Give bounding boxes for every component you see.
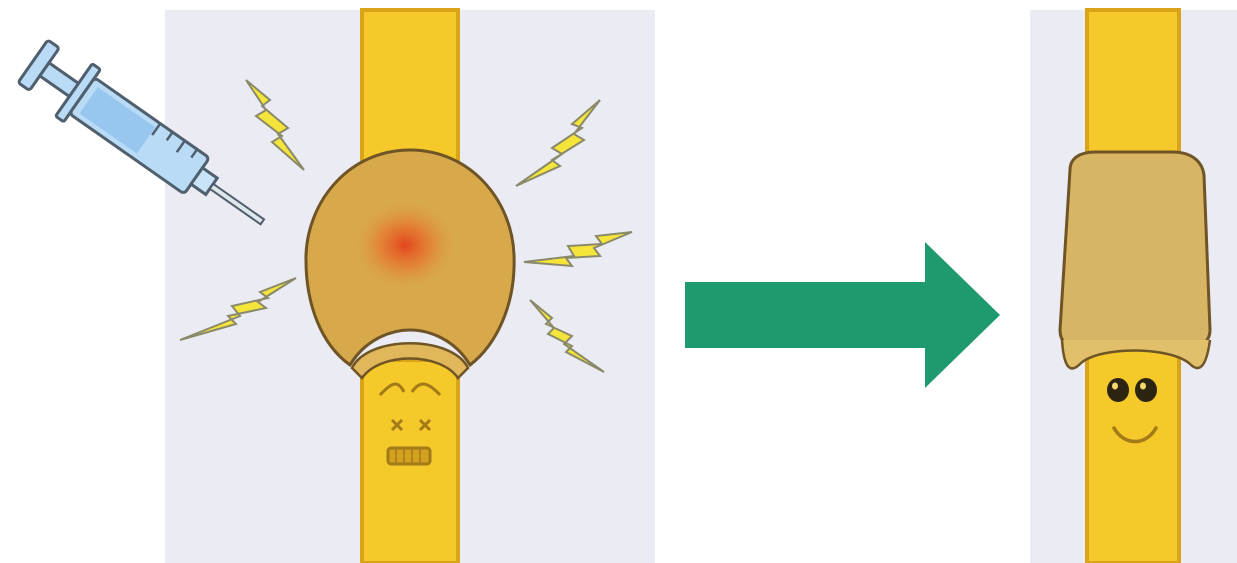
- inflammation-spot: [350, 197, 460, 293]
- before-panel: [15, 10, 655, 563]
- after-panel: [1030, 10, 1237, 563]
- arrow-right-icon: [685, 242, 1000, 388]
- reduced-sheath: [1060, 152, 1210, 350]
